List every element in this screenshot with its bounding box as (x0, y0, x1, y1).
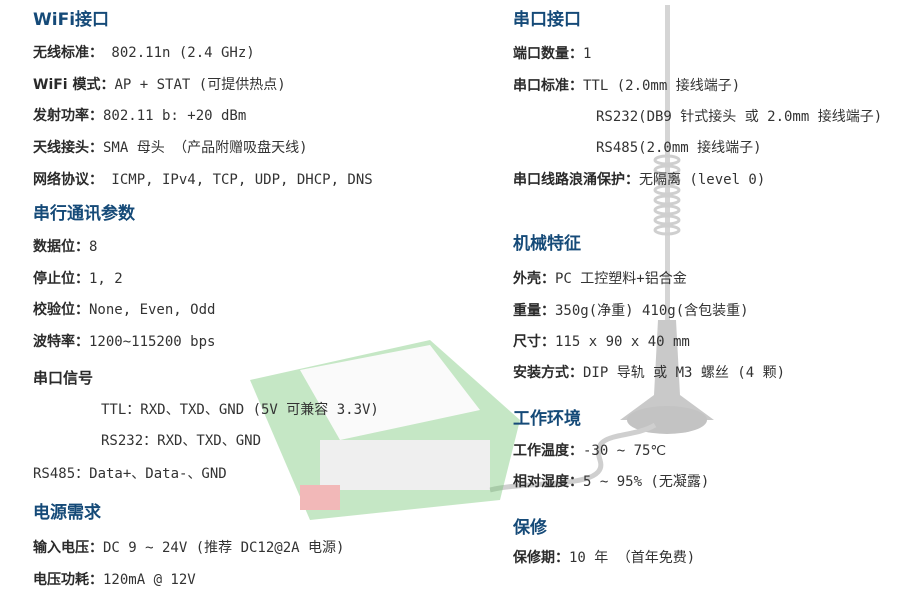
spec-row: 安装方式：DIP 导轨 或 M3 螺丝 (4 颗) (513, 365, 786, 381)
spec-row: 停止位：1, 2 (33, 271, 123, 287)
section-title-serial-port: 串口接口 (513, 10, 581, 30)
section-title-warranty: 保修 (513, 518, 547, 538)
signal-row: RS232：RXD、TXD、GND (101, 433, 262, 449)
spec-row: WiFi 模式：AP + STAT (可提供热点) (33, 77, 286, 93)
spec-row-continued: RS485(2.0mm 接线端子) (596, 140, 762, 156)
antenna-image (489, 5, 714, 493)
spec-row: 数据位：8 (33, 239, 98, 255)
spec-row: 天线接头：SMA 母头 （产品附赠吸盘天线) (33, 140, 308, 156)
spec-row: 波特率：1200~115200 bps (33, 334, 216, 350)
section-title-mechanical: 机械特征 (513, 234, 581, 254)
section-title-wifi: WiFi接口 (33, 10, 110, 30)
spec-row: 重量：350g(净重) 410g(含包装重) (513, 303, 749, 319)
spec-row-continued: RS232(DB9 针式接头 或 2.0mm 接线端子) (596, 109, 883, 125)
spec-row: 保修期：10 年 （首年免费) (513, 550, 696, 566)
spec-row: 网络协议： ICMP, IPv4, TCP, UDP, DHCP, DNS (33, 172, 373, 188)
spec-row: 校验位：None, Even, Odd (33, 302, 216, 318)
spec-row: 尺寸：115 x 90 x 40 mm (513, 334, 690, 350)
subsection-title-serial-signal: 串口信号 (33, 369, 94, 387)
section-title-serial-params: 串行通讯参数 (33, 204, 135, 224)
spec-row: 发射功率：802.11 b: +20 dBm (33, 108, 247, 124)
section-title-environment: 工作环境 (513, 409, 581, 429)
spec-row: 串口标准：TTL (2.0mm 接线端子) (513, 78, 741, 94)
signal-row: TTL：RXD、TXD、GND (5V 可兼容 3.3V) (101, 402, 379, 418)
spec-row: 端口数量：1 (513, 46, 592, 62)
spec-row: 无线标准： 802.11n (2.4 GHz) (33, 45, 255, 61)
spec-row: 工作温度：-30 ~ 75℃ (513, 443, 667, 459)
device-image (250, 340, 520, 520)
spec-row: 相对湿度：5 ~ 95% (无凝露) (513, 474, 710, 490)
spec-row: 输入电压：DC 9 ~ 24V (推荐 DC12@2A 电源) (33, 540, 345, 556)
spec-row: 串口线路浪涌保护：无隔离 (level 0) (513, 172, 766, 188)
spec-row: 电压功耗：120mA @ 12V (33, 572, 196, 588)
section-title-power: 电源需求 (33, 503, 101, 523)
spec-row: 外壳：PC 工控塑料+铝合金 (513, 271, 687, 287)
signal-row: RS485：Data+、Data-、GND (33, 466, 227, 482)
